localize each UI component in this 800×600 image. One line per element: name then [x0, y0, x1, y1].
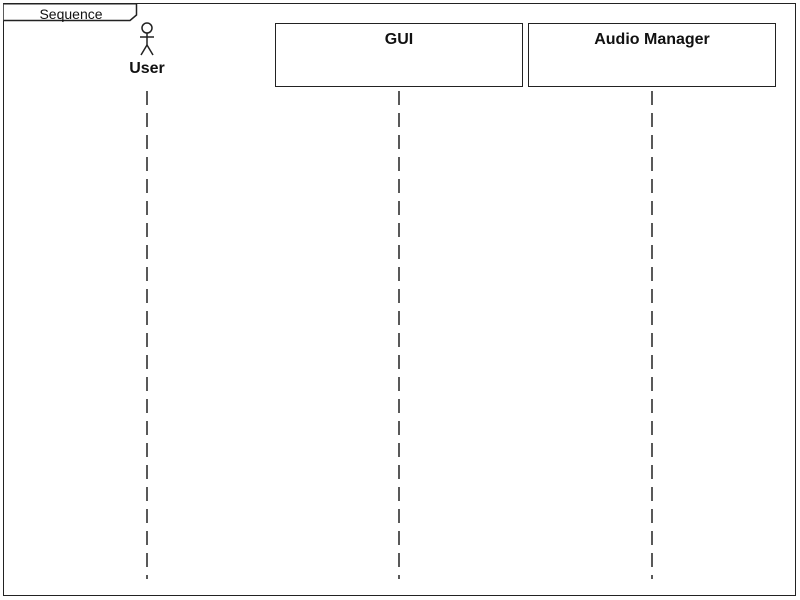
- lifeline-dash-gui: [398, 91, 400, 579]
- lifeline-label-gui: GUI: [384, 31, 414, 48]
- stick-figure-icon: [140, 22, 154, 56]
- lifeline-dash-user: [146, 91, 148, 579]
- actor-user[interactable]: User: [117, 20, 177, 84]
- frame-title-tab: Sequence: [3, 3, 138, 22]
- frame-title: Sequence: [39, 6, 103, 22]
- actor-label: User: [129, 60, 165, 77]
- lifeline-gui[interactable]: GUI: [275, 23, 523, 87]
- lifeline-audio-manager[interactable]: Audio Manager: [528, 23, 776, 87]
- lifeline-label-audio-manager: Audio Manager: [594, 31, 710, 48]
- lifeline-dash-audio-manager: [651, 91, 653, 579]
- diagram-frame: [3, 3, 796, 596]
